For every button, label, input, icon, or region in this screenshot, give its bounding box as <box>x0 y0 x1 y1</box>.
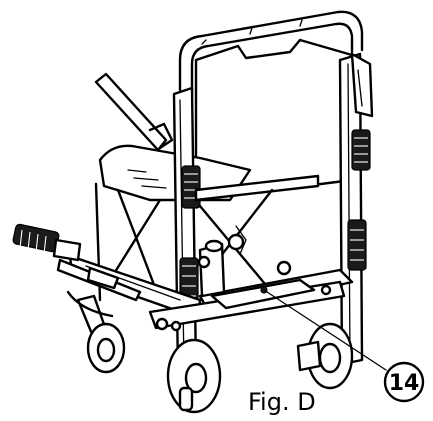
right-rail-bracket <box>350 52 374 118</box>
large-right-wheel <box>296 322 354 390</box>
undercarriage-lever <box>210 278 316 310</box>
left-carry-arm <box>94 72 174 152</box>
backrest-crossbar <box>194 174 320 202</box>
large-left-wheel <box>166 338 222 414</box>
callout-leader <box>263 289 387 371</box>
front-caster-wheel <box>66 290 126 374</box>
figure-caption: Fig. D <box>248 388 316 416</box>
backrest-top-handle <box>178 10 364 94</box>
callout-14: 14 <box>383 361 425 403</box>
right-handle-grips <box>347 129 371 271</box>
left-foot-handle <box>12 223 142 302</box>
rear-wheels <box>197 233 292 276</box>
callout-number: 14 <box>389 371 420 396</box>
